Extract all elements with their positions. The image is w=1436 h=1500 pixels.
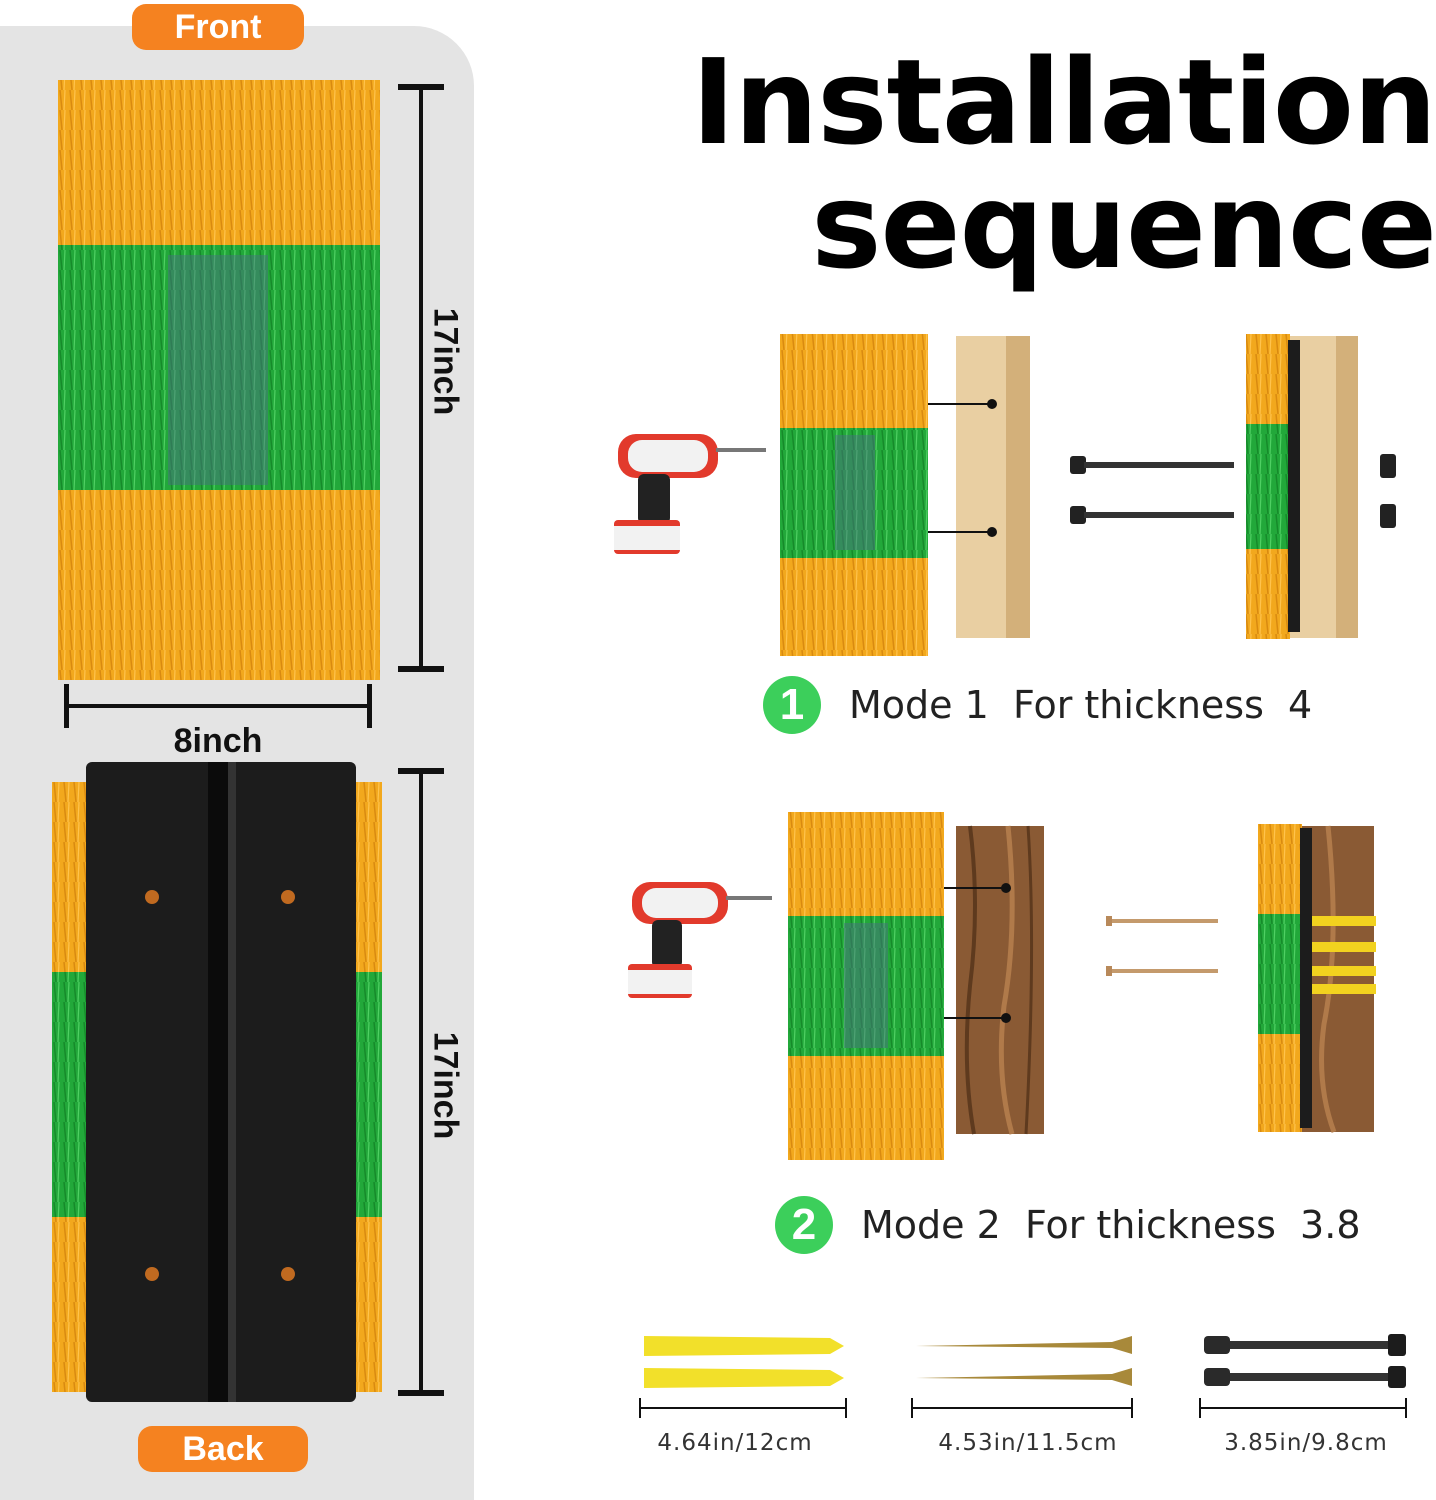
back-height-label: 17inch bbox=[426, 1031, 465, 1140]
mode-2-number-badge: 2 bbox=[775, 1196, 833, 1254]
mode-1-brush-image bbox=[780, 334, 928, 656]
mode-1-installed-image bbox=[1246, 334, 1358, 639]
front-label: Front bbox=[132, 4, 304, 50]
mode-2-wood-board bbox=[956, 825, 1044, 1135]
mode-1-text: Mode 1 For thickness 4 bbox=[849, 683, 1313, 727]
mode-2-text: Mode 2 For thickness 3.8 bbox=[861, 1203, 1361, 1247]
title-line-1: Installation bbox=[691, 33, 1436, 171]
back-label: Back bbox=[138, 1426, 308, 1472]
mode-2-row: 2 Mode 2 For thickness 3.8 bbox=[775, 1196, 1361, 1254]
mode-1-wood-board bbox=[956, 336, 1030, 638]
front-height-label: 17inch bbox=[426, 307, 465, 416]
screw-size: 4.53in/11.5cm bbox=[938, 1430, 1118, 1456]
page-title: Installation sequence bbox=[600, 40, 1436, 288]
back-height-cap-bottom bbox=[398, 1390, 444, 1396]
mode-2-pointer-lines bbox=[944, 883, 1011, 1023]
front-height-cap-top bbox=[398, 84, 444, 90]
front-height-bar bbox=[419, 86, 423, 670]
width-cap-right bbox=[367, 684, 372, 728]
title-line-2: sequence bbox=[811, 157, 1436, 295]
front-brush-image bbox=[58, 80, 380, 680]
drill-1-icon bbox=[614, 434, 766, 554]
anchor-size: 4.64in/12cm bbox=[657, 1430, 813, 1456]
mode-1-nuts-icon bbox=[1380, 454, 1396, 528]
mode-2-brush-image bbox=[788, 812, 944, 1160]
anchor-icon bbox=[639, 1336, 847, 1418]
width-cap-left bbox=[64, 684, 69, 728]
width-label: 8inch bbox=[173, 722, 263, 760]
screw-icon bbox=[911, 1336, 1133, 1418]
mode-2-screws-icon bbox=[1106, 916, 1218, 976]
mode-1-pointer-lines bbox=[928, 399, 997, 537]
back-height-cap-top bbox=[398, 768, 444, 774]
back-brush-image bbox=[52, 762, 382, 1402]
mode-1-number-badge: 1 bbox=[763, 676, 821, 734]
mode-2-installed-image bbox=[1258, 824, 1376, 1133]
mode-1-bolts-icon bbox=[1070, 456, 1234, 524]
drill-2-icon bbox=[628, 882, 772, 998]
bolt-size: 3.85in/9.8cm bbox=[1224, 1430, 1388, 1456]
width-bar bbox=[66, 704, 370, 708]
front-height-cap-bottom bbox=[398, 666, 444, 672]
bolt-icon bbox=[1199, 1334, 1407, 1418]
mode-1-row: 1 Mode 1 For thickness 4 bbox=[763, 676, 1312, 734]
back-height-bar bbox=[419, 772, 423, 1394]
